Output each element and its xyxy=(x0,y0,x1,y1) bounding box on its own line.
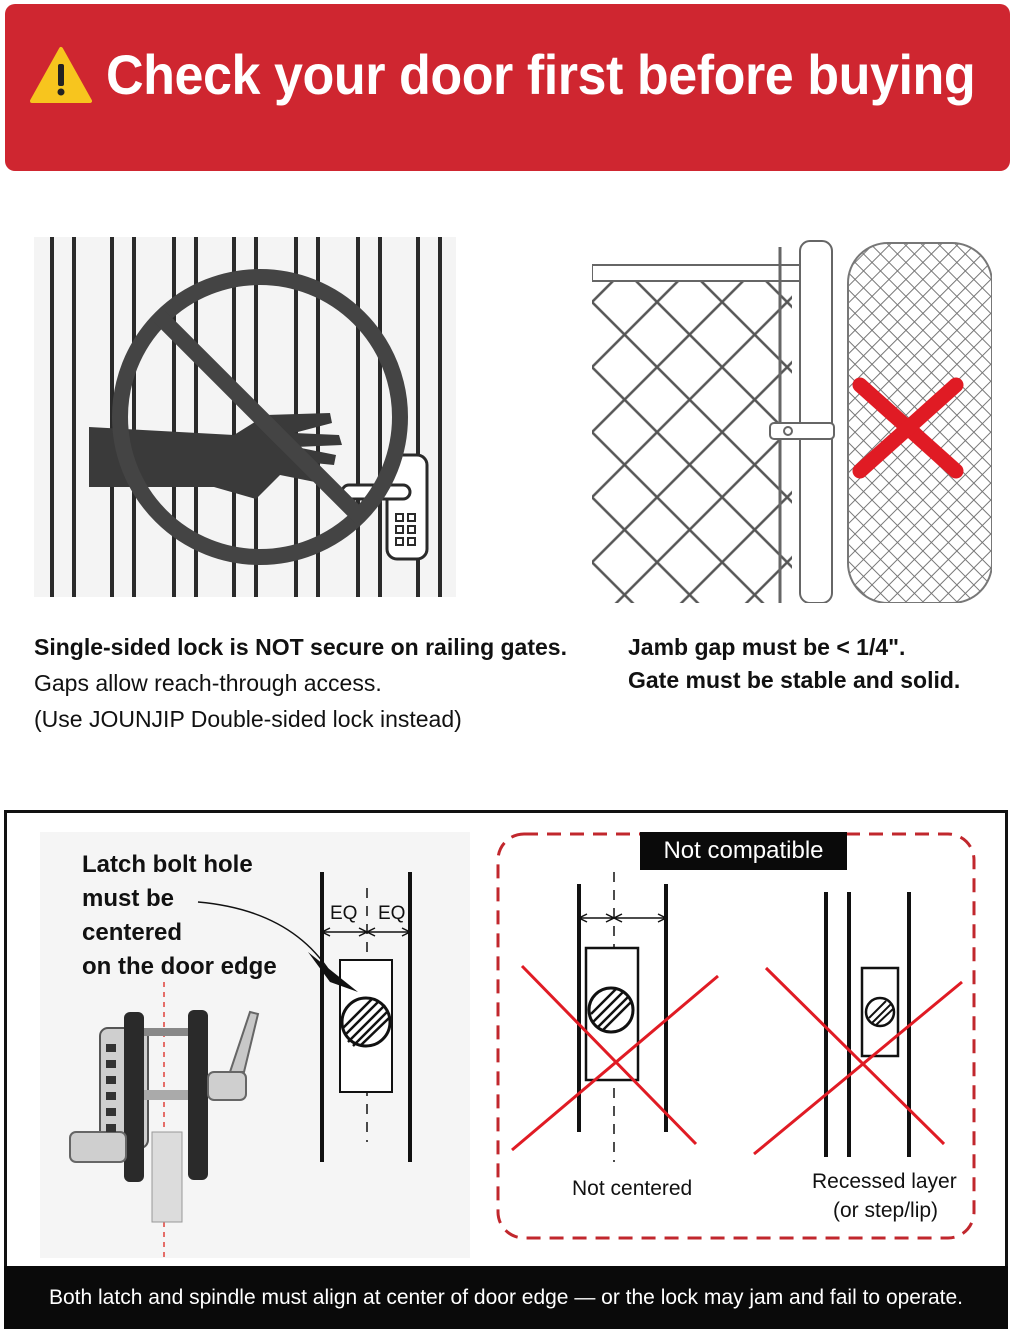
recessed-layer-label: Recessed layer xyxy=(812,1170,957,1193)
latch-label-line1: Latch bolt hole xyxy=(82,851,253,878)
eq-label-right: EQ xyxy=(378,903,406,924)
footer-text: Both latch and spindle must align at cen… xyxy=(48,1285,964,1309)
eq-label-left: EQ xyxy=(330,903,358,924)
railing-gate-illustration xyxy=(34,237,456,597)
step-lip-label: (or step/lip) xyxy=(833,1199,939,1222)
railing-warning-caption: Single-sided lock is NOT secure on raili… xyxy=(34,634,567,660)
warning-icon xyxy=(30,47,92,103)
warning-banner xyxy=(5,4,1010,171)
double-sided-suggestion: (Use JOUNJIP Double-sided lock instead) xyxy=(34,706,462,732)
alignment-footer: Both latch and spindle must align at cen… xyxy=(4,1266,1008,1329)
banner-title: Check your door first before buying xyxy=(106,43,976,106)
not-compatible-tag: Not compatible xyxy=(640,832,847,870)
latch-label-line3: centered xyxy=(82,919,183,946)
not-centered-label: Not centered xyxy=(572,1177,693,1200)
reach-through-caption: Gaps allow reach-through access. xyxy=(34,670,382,696)
jamb-gap-caption: Jamb gap must be < 1/4". xyxy=(628,634,906,660)
gate-stable-caption: Gate must be stable and solid. xyxy=(628,667,961,693)
latch-label-line2: must be xyxy=(82,885,175,912)
latch-centered-diagram xyxy=(40,832,470,1258)
chain-link-gate-illustration xyxy=(592,237,992,603)
latch-label-line4: on the door edge xyxy=(82,953,277,980)
